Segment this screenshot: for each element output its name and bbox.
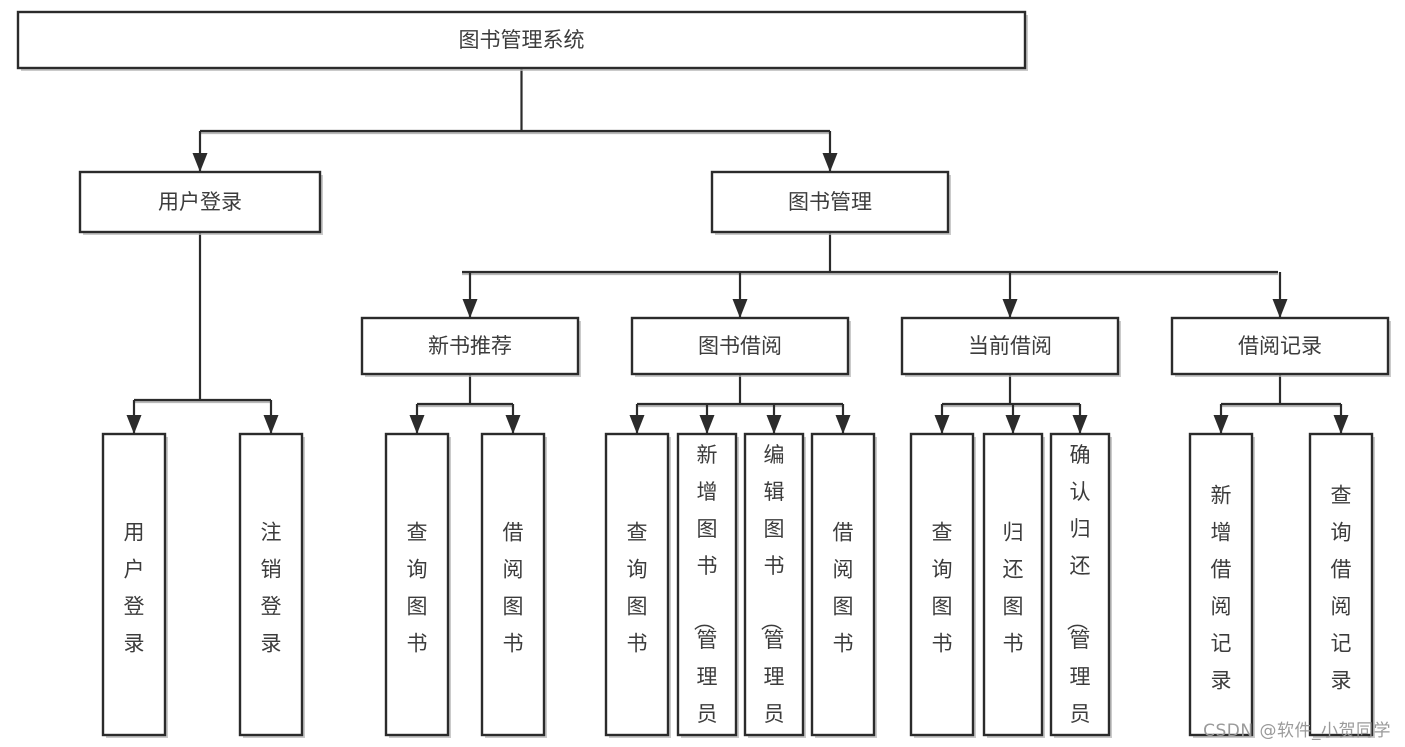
node-label-book-manage: 图书管理 [788, 190, 872, 214]
node-label-leaf-logout-login: 注销登录 [261, 520, 282, 655]
node-label-leaf-borrow-book-1: 借阅图书 [503, 520, 524, 655]
node-box-current-borrow[interactable] [900, 316, 1120, 376]
node-label-book-borrow: 图书借阅 [698, 334, 782, 358]
node-box-leaf-user-login[interactable] [101, 432, 167, 737]
node-box-book-manage[interactable] [710, 170, 950, 234]
node-label-leaf-query-book-3: 查询图书 [932, 520, 953, 655]
node-box-leaf-add-book-admin[interactable] [676, 432, 738, 737]
node-label-new-book-recommend: 新书推荐 [428, 334, 512, 358]
node-label-leaf-add-book-admin: 新增图书（管理员） [692, 443, 718, 747]
node-box-leaf-query-book-1[interactable] [384, 432, 450, 737]
node-box-user-login[interactable] [78, 170, 322, 234]
node-box-leaf-query-book-3[interactable] [909, 432, 975, 737]
node-box-leaf-confirm-return-admin[interactable] [1049, 432, 1111, 737]
node-box-leaf-borrow-book-2[interactable] [810, 432, 876, 737]
node-box-leaf-edit-book-admin[interactable] [743, 432, 805, 737]
node-label-leaf-query-book-2: 查询图书 [627, 520, 648, 655]
node-box-book-borrow[interactable] [630, 316, 850, 376]
node-label-root: 图书管理系统 [459, 28, 585, 52]
node-label-current-borrow: 当前借阅 [968, 334, 1052, 358]
node-label-borrow-record: 借阅记录 [1238, 334, 1322, 358]
node-label-leaf-borrow-book-2: 借阅图书 [833, 520, 854, 655]
node-label-leaf-query-book-1: 查询图书 [407, 520, 428, 655]
node-label-leaf-confirm-return-admin: 确认归还（管理员） [1065, 443, 1091, 747]
node-box-leaf-query-book-2[interactable] [604, 432, 670, 737]
node-box-root[interactable] [16, 10, 1027, 70]
node-box-leaf-logout-login[interactable] [238, 432, 304, 737]
node-label-leaf-query-borrow-record: 查询借阅记录 [1331, 483, 1352, 692]
node-label-leaf-edit-book-admin: 编辑图书（管理员） [759, 443, 785, 747]
node-label-leaf-return-book: 归还图书 [1003, 520, 1024, 655]
node-box-leaf-return-book[interactable] [982, 432, 1044, 737]
node-box-borrow-record[interactable] [1170, 316, 1390, 376]
node-box-leaf-add-borrow-record[interactable] [1188, 432, 1254, 737]
node-box-new-book-recommend[interactable] [360, 316, 580, 376]
node-box-leaf-borrow-book-1[interactable] [480, 432, 546, 737]
node-label-leaf-user-login: 用户登录 [124, 520, 145, 655]
node-box-leaf-query-borrow-record[interactable] [1308, 432, 1374, 737]
node-label-user-login: 用户登录 [158, 190, 242, 214]
node-label-leaf-add-borrow-record: 新增借阅记录 [1211, 483, 1232, 692]
